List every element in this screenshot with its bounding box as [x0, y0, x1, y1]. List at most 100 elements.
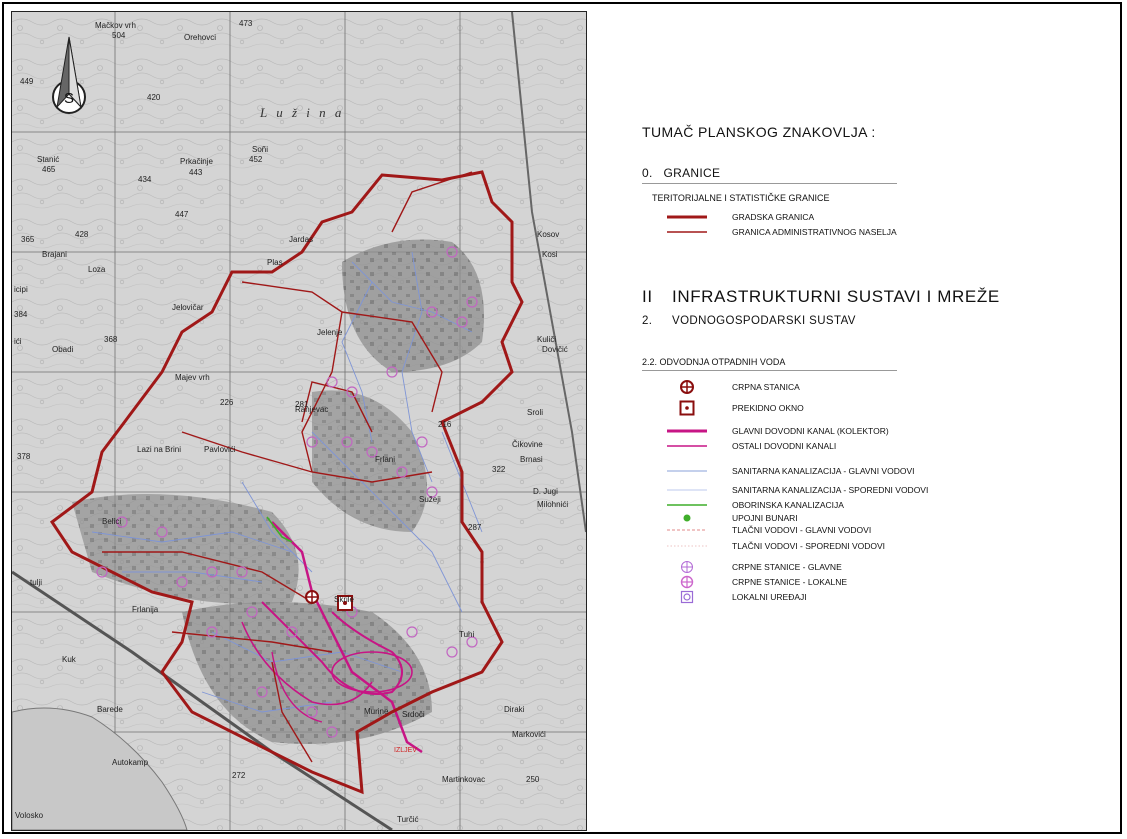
north-arrow-icon: S — [52, 36, 86, 114]
compass-letter: S — [64, 90, 74, 107]
place-label: Kosi — [542, 250, 558, 259]
legend-row-prekidno-okno: PREKIDNO OKNO — [642, 397, 1112, 419]
legend-row-crpne-glavne: CRPNE STANICE - GLAVNE — [642, 559, 1112, 574]
built-up-area — [342, 239, 484, 372]
place-label: 250 — [526, 775, 540, 784]
circle-plus-icon — [660, 574, 714, 589]
section-number: II — [642, 287, 653, 306]
blue-line-icon — [660, 463, 714, 478]
place-label: 465 — [42, 165, 56, 174]
legend-row-lokalni-uredjaji: LOKALNI UREĐAJI — [642, 589, 1112, 604]
place-label: 378 — [17, 452, 31, 461]
place-label: Skrile — [334, 595, 355, 604]
place-label: D. Jugi — [533, 487, 558, 496]
region-label: L u ž i n a — [259, 105, 344, 120]
place-label: Srdoči — [402, 710, 425, 719]
motorway — [12, 570, 393, 830]
square-dot-icon — [660, 400, 714, 416]
legend-label: TLAČNI VODOVI - GLAVNI VODOVI — [732, 525, 872, 535]
legend-row-tlacni-sporedni: TLAČNI VODOVI - SPOREDNI VODOVI — [642, 538, 1112, 553]
place-label: Ranjevac — [295, 405, 328, 414]
legend-row-sanitarna-sporedni: SANITARNA KANALIZACIJA - SPOREDNI VODOVI — [642, 482, 1112, 497]
place-label: Kuk — [62, 655, 77, 664]
place-label: 504 — [112, 31, 126, 40]
section-vodnogospodarski-header: 2.VODNOGOSPODARSKI SUSTAV — [642, 315, 1112, 327]
place-label: 428 — [75, 230, 89, 239]
built-up-area — [312, 390, 427, 532]
built-up-area — [182, 602, 432, 744]
green-line-icon — [660, 497, 714, 512]
sea-area — [12, 707, 188, 830]
place-label: Mačkov vrh — [95, 21, 136, 30]
legend-label: CRPNA STANICA — [732, 382, 800, 392]
place-label: Pavlovići — [204, 445, 236, 454]
place-label: Turčić — [397, 815, 418, 824]
main-collector-network — [241, 521, 423, 754]
place-label: Diraki — [504, 705, 525, 714]
thick-magenta-line-icon — [660, 423, 714, 438]
place-label: Frlanija — [132, 605, 159, 614]
thin-magenta-line-icon — [660, 438, 714, 453]
place-label: 368 — [104, 335, 118, 344]
place-label: Kosov — [537, 230, 559, 239]
place-label: Jelovičar — [172, 303, 204, 312]
place-label: 420 — [147, 93, 161, 102]
section-number: 0. — [642, 166, 653, 180]
green-dot-icon — [660, 511, 714, 526]
section-granice-header: 0. GRANICE — [642, 166, 897, 184]
place-label: Plas — [267, 258, 283, 267]
legend-row-crpna-stanica: CRPNA STANICA — [642, 377, 1112, 397]
place-label: 365 — [21, 235, 35, 244]
legend-label: CRPNE STANICE - GLAVNE — [732, 561, 842, 572]
place-label: Kuliči — [537, 335, 556, 344]
legend-label: LOKALNI UREĐAJI — [732, 591, 807, 602]
legend-row-crpne-lokalne: CRPNE STANICE - LOKALNE — [642, 574, 1112, 589]
place-label: Brnasi — [520, 455, 543, 464]
local-pump-stations — [96, 246, 478, 738]
place-label: 226 — [220, 398, 234, 407]
legend-label: GRANICA ADMINISTRATIVNOG NASELJA — [732, 226, 897, 237]
place-label: Murine — [364, 707, 389, 716]
legend-label: PREKIDNO OKNO — [732, 403, 804, 413]
place-label: 452 — [249, 155, 263, 164]
legend-row-gradska-granica: GRADSKA GRANICA — [642, 209, 1112, 224]
place-label: Autokamp — [112, 758, 149, 767]
place-label: Milohnići — [537, 500, 568, 509]
place-label: Stanić — [37, 155, 59, 164]
section-title: VODNOGOSPODARSKI SUSTAV — [672, 315, 856, 327]
legend-label: GRADSKA GRANICA — [732, 211, 815, 222]
section-title: INFRASTRUKTURNI SUSTAVI I MREŽE — [672, 287, 1000, 306]
legend-title: TUMAČ PLANSKOG ZNAKOVLJA : — [642, 124, 876, 140]
map-svg[interactable]: S Mačkov vrh504473Orehovci449420Stanić46… — [12, 12, 586, 830]
place-label: 281 — [295, 400, 309, 409]
subsection-title: TERITORIJALNE I STATISTIČKE GRANICE — [652, 193, 830, 203]
sanitary-sewer-network — [91, 251, 483, 713]
place-label: Jelenje — [317, 328, 343, 337]
legend-label: TLAČNI VODOVI - SPOREDNI VODOVI — [732, 540, 886, 551]
section-odvodnja-header: 2.2. ODVODNJA OTPADNIH VODA — [642, 357, 897, 371]
place-label: Barede — [97, 705, 123, 714]
place-label: 322 — [492, 465, 506, 474]
place-label: Martinkovac — [442, 775, 485, 784]
place-label: 473 — [239, 19, 253, 28]
legend-panel: TUMAČ PLANSKOG ZNAKOVLJA : 0. GRANICE TE… — [642, 124, 1112, 604]
dotted-pink-line-icon — [660, 538, 714, 553]
circle-plus-icon — [660, 380, 714, 395]
legend-row-sanitarna-glavni: SANITARNA KANALIZACIJA - GLAVNI VODOVI — [642, 463, 1112, 478]
legend-row-upojni: UPOJNI BUNARI — [642, 512, 1112, 524]
break-shaft[interactable] — [337, 595, 353, 611]
place-label: Lazi na Brini — [137, 445, 181, 454]
place-label: Markovići — [512, 730, 546, 739]
place-label: Dovičić — [542, 345, 568, 354]
pump-station-main[interactable] — [305, 590, 319, 604]
square-circle-icon — [660, 589, 714, 604]
legend-label: GLAVNI DOVODNI KANAL (KOLEKTOR) — [732, 425, 889, 436]
place-label: Obadi — [52, 345, 74, 354]
legend-label: OSTALI DOVODNI KANALI — [732, 440, 837, 451]
place-label: Volosko — [15, 811, 44, 820]
city-boundary[interactable] — [49, 170, 524, 795]
place-label: Jardas — [289, 235, 313, 244]
place-label: 287 — [468, 523, 482, 532]
